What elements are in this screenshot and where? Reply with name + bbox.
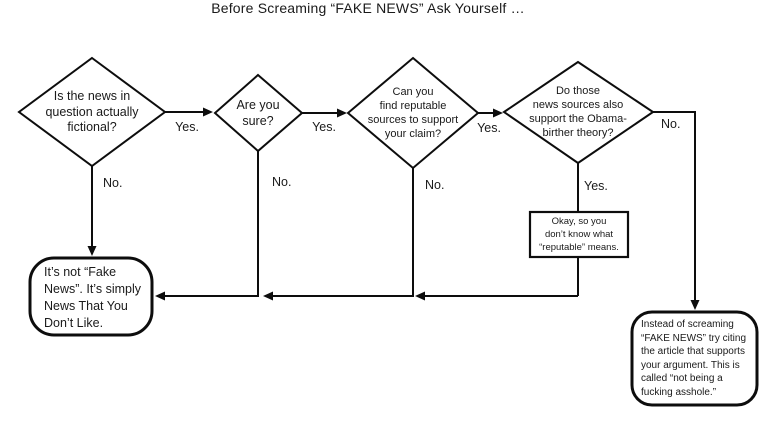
decision-q-reputable-shape bbox=[346, 56, 480, 170]
decision-q-sure-shape bbox=[213, 73, 304, 153]
arrowhead-left-icon bbox=[415, 291, 425, 301]
edge-label-yes-1: Yes. bbox=[175, 120, 199, 134]
edge-label-no-4: No. bbox=[661, 117, 681, 131]
decision-q-reputable-label: Can you find reputable sources to suppor… bbox=[367, 86, 459, 140]
edge-no-birther-to-terminal bbox=[653, 111, 696, 301]
edge-label-yes-2: Yes. bbox=[312, 120, 336, 134]
terminal-cite-article-shape bbox=[630, 310, 759, 407]
decision-q-birther-shape bbox=[502, 60, 655, 165]
edge-label-yes-4: Yes. bbox=[584, 179, 608, 193]
edge-label-no-3: No. bbox=[425, 178, 445, 192]
arrowhead-down-icon bbox=[87, 246, 97, 256]
arrowhead-right-icon bbox=[203, 107, 213, 117]
arrowhead-down-icon bbox=[690, 300, 700, 310]
decision-q-fictional-shape bbox=[17, 56, 167, 168]
terminal-not-fake-news-shape bbox=[28, 256, 154, 337]
arrowhead-left-icon bbox=[263, 291, 273, 301]
edge-label-no-2: No. bbox=[272, 175, 292, 189]
note-reputable-shape bbox=[528, 210, 630, 259]
note-reputable-label: Okay, so you don’t know what “reputable”… bbox=[539, 216, 619, 253]
decision-q-birther-label: Do those news sources also support the O… bbox=[529, 85, 627, 139]
terminal-not-fake-news-label: It’s not “Fake News”. It’s simply News T… bbox=[44, 265, 142, 330]
terminal-cite-article-label: Instead of screaming “FAKE NEWS” try cit… bbox=[641, 319, 747, 398]
arrowhead-right-icon bbox=[493, 108, 503, 118]
edge-label-no-1: No. bbox=[103, 176, 123, 190]
decision-q-fictional-label: Is the news in question actually fiction… bbox=[45, 89, 139, 134]
page-title: Before Screaming “FAKE NEWS” Ask Yoursel… bbox=[211, 0, 525, 16]
arrowhead-right-icon bbox=[337, 108, 347, 118]
edge-label-yes-3: Yes. bbox=[477, 121, 501, 135]
decision-q-sure-label: Are you sure? bbox=[236, 98, 280, 128]
arrowhead-left-icon bbox=[155, 291, 165, 301]
